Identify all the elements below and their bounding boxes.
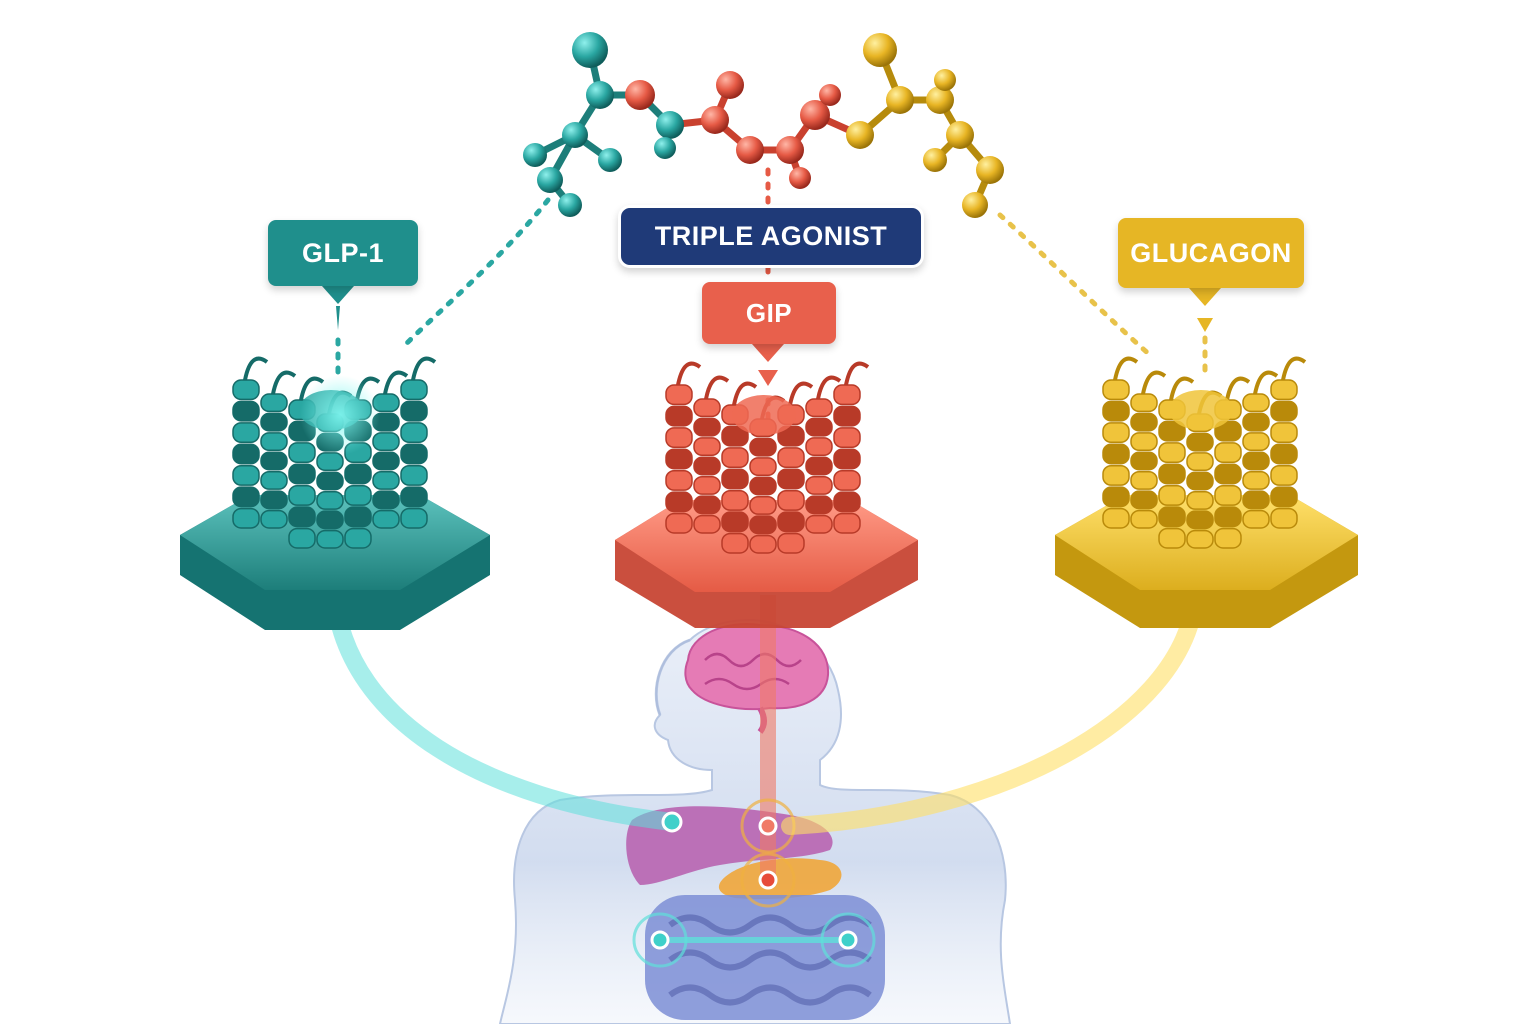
gip-helix <box>693 375 730 534</box>
glp1-helix <box>260 370 297 529</box>
glucagon-helix <box>1270 356 1307 529</box>
gip-helix <box>665 361 702 534</box>
gip-binding-site <box>732 395 796 435</box>
gip-helix <box>833 361 870 534</box>
gip-helix <box>805 375 842 534</box>
gip-label-text: GIP <box>745 297 793 328</box>
glucagon-label: GLUCAGON <box>1118 218 1304 288</box>
gip-receptor-icon <box>615 361 918 628</box>
glp1-pathway <box>326 591 683 833</box>
peptide-molecule-icon <box>523 32 1004 218</box>
gip-helix <box>721 381 758 554</box>
glp1-arrow-icon <box>336 306 340 330</box>
glucagon-helix <box>1130 370 1167 529</box>
glucagon-binding-site <box>1169 390 1233 430</box>
pancreas-icon <box>718 858 842 900</box>
triple-agonist-text: TRIPLE AGONIST <box>654 221 888 251</box>
glucagon-receptor-icon <box>1055 356 1358 628</box>
glucagon-helix <box>1242 370 1279 529</box>
glucagon-helix <box>1214 376 1251 549</box>
glp1-label-text: GLP-1 <box>301 237 384 268</box>
glucagon-pointer <box>1189 288 1221 306</box>
glp1-helix <box>232 356 269 529</box>
glp1-receptor-icon <box>180 356 490 630</box>
glucagon-pathway <box>781 591 1204 835</box>
gip-label: GIP <box>702 282 836 344</box>
glucagon-helix <box>1102 356 1139 529</box>
glp1-helix <box>400 356 437 529</box>
glp1-label: GLP-1 <box>268 220 418 286</box>
glucagon-label-text: GLUCAGON <box>1130 237 1292 268</box>
intestine-link <box>632 912 876 968</box>
gip-arrow-icon <box>758 370 778 386</box>
glucagon-arrow-icon <box>1197 318 1213 332</box>
gip-pointer <box>752 344 784 362</box>
triple-agonist-label: TRIPLE AGONIST <box>618 205 924 268</box>
glp1-pointer <box>322 286 354 304</box>
